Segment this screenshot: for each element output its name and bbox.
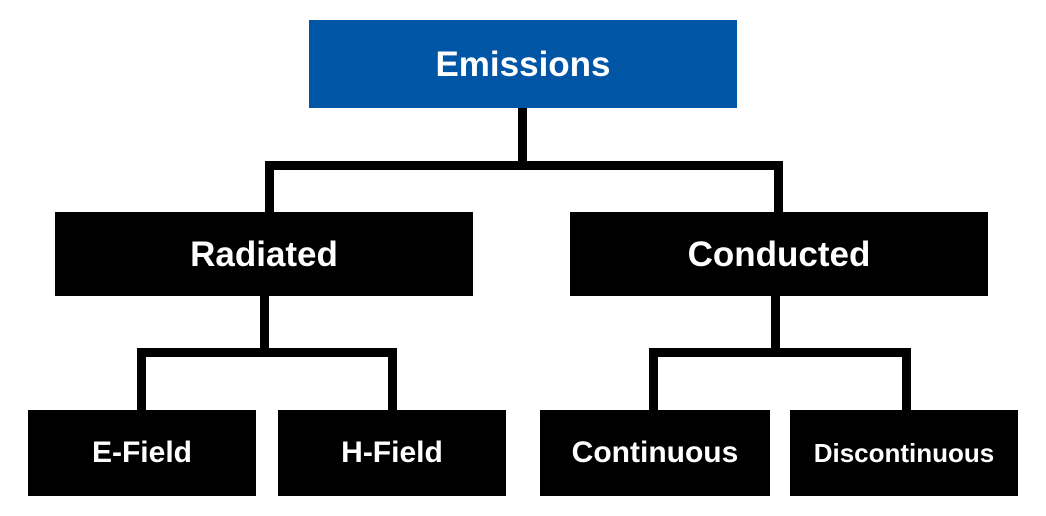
node-h-field-label: H-Field [341, 436, 443, 469]
node-e-field-label: E-Field [91, 436, 192, 469]
connector-radiated-stem [260, 296, 269, 352]
connector-radiated-riser [265, 161, 274, 213]
connector-emissions-stem [518, 108, 527, 169]
connector-conducted-horizontal-bus [649, 348, 911, 357]
connector-discontinuous-riser [902, 348, 911, 411]
node-e-field: E-Field [28, 410, 256, 496]
node-radiated-label: Radiated [190, 234, 338, 274]
node-emissions-label: Emissions [435, 44, 611, 84]
node-continuous: Continuous [540, 410, 770, 496]
connector-hfield-riser [388, 348, 397, 411]
connector-efield-riser [137, 348, 146, 411]
node-discontinuous-label: Discontinuous [813, 438, 995, 468]
node-emissions: Emissions [309, 20, 737, 108]
connector-emissions-horizontal-bus [265, 161, 783, 170]
node-radiated: Radiated [55, 212, 473, 296]
node-discontinuous: Discontinuous [790, 410, 1018, 496]
connector-conducted-riser [774, 161, 783, 213]
connector-continuous-riser [649, 348, 658, 411]
node-h-field: H-Field [278, 410, 506, 496]
connector-radiated-horizontal-bus [137, 348, 397, 357]
node-continuous-label: Continuous [571, 436, 739, 469]
node-conducted-label: Conducted [687, 234, 871, 274]
connector-conducted-stem [771, 296, 780, 352]
node-conducted: Conducted [570, 212, 988, 296]
